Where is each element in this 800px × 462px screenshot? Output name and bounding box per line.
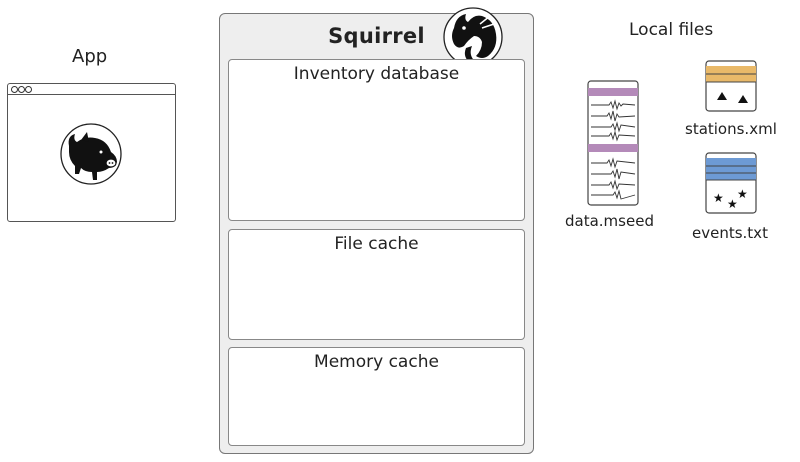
mseed-file-label: data.mseed (565, 212, 654, 230)
stations-file-label: stations.xml (685, 120, 777, 138)
window-dot-icon (11, 86, 18, 93)
inventory-database-panel: Inventory database (228, 59, 525, 221)
window-dot-icon (18, 86, 25, 93)
file-cache-label: File cache (334, 234, 419, 254)
svg-text:★: ★ (713, 191, 724, 205)
window-dot-icon (25, 86, 32, 93)
app-window (7, 83, 176, 222)
file-cache-panel: File cache (228, 229, 525, 340)
inventory-database-label: Inventory database (293, 64, 460, 84)
memory-cache-panel: Memory cache (228, 347, 525, 446)
squirrel-title: Squirrel (328, 24, 425, 48)
local-files-title: Local files (629, 20, 714, 40)
events-file-icon: ★ ★ ★ (705, 152, 757, 214)
pig-logo-icon (60, 123, 122, 185)
app-window-titlebar (8, 84, 175, 95)
svg-text:★: ★ (737, 187, 748, 201)
events-file-label: events.txt (692, 224, 768, 242)
waveform-file-icon (587, 80, 639, 206)
memory-cache-label: Memory cache (314, 352, 439, 372)
stations-file-icon (705, 60, 757, 112)
app-title: App (72, 46, 108, 67)
squirrel-box: Squirrel Inventory database File cache M… (219, 7, 534, 454)
svg-text:★: ★ (727, 197, 738, 211)
